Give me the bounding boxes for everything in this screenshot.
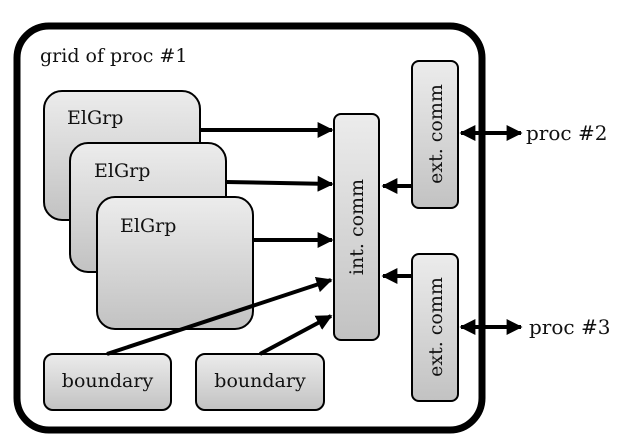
element-group-3: ElGrp <box>96 196 254 330</box>
ext-comm-box-1: ext. comm <box>411 60 459 209</box>
arrow-elgrp2-to-int-comm <box>225 175 334 192</box>
peer-label-proc3: proc #3 <box>529 315 610 339</box>
int-comm-label: int. comm <box>346 179 368 275</box>
arrow-boundary2-to-int-comm <box>259 314 333 356</box>
element-group-label: ElGrp <box>67 107 123 129</box>
ext-comm-label: ext. comm <box>425 84 447 184</box>
peer-label-proc2: proc #2 <box>526 121 607 145</box>
container-title: grid of proc #1 <box>40 45 187 67</box>
boundary-label: boundary <box>62 370 154 392</box>
ext-comm-label: ext. comm <box>425 277 447 377</box>
element-group-label: ElGrp <box>94 160 150 182</box>
boundary-box-1: boundary <box>43 353 172 411</box>
boundary-box-2: boundary <box>195 353 325 411</box>
int-comm-box: int. comm <box>333 113 380 341</box>
ext-comm-box-2: ext. comm <box>411 253 459 402</box>
element-group-label: ElGrp <box>120 215 176 237</box>
arrow-boundary1-to-int-comm <box>106 276 333 356</box>
boundary-label: boundary <box>214 370 306 392</box>
